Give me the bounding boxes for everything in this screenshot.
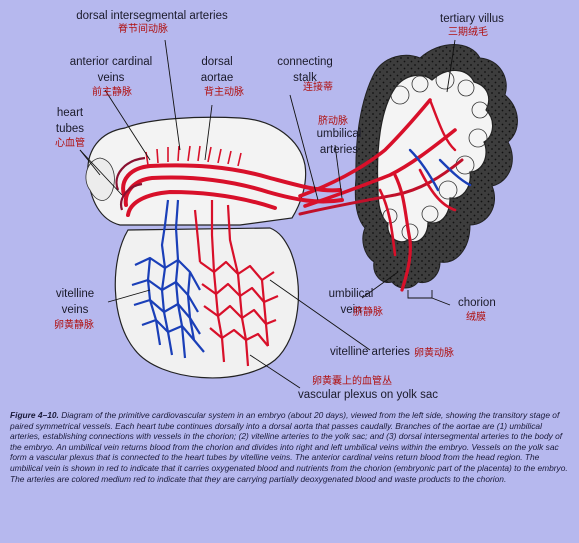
label-vitelline-arteries: vitelline arteries xyxy=(330,346,410,358)
label-anterior-cardinal-veins: anterior cardinal veins xyxy=(69,56,153,84)
caption-figure-label: Figure 4–10. xyxy=(10,410,59,420)
label-dorsal-intersegmental-arteries-zh: 脊节间动脉 xyxy=(118,24,168,35)
label-heart-tubes-zh: 心血管 xyxy=(55,138,85,149)
label-connecting-stalk-zh: 连接蒂 xyxy=(303,82,333,93)
figure-caption: Figure 4–10. Diagram of the primitive ca… xyxy=(10,410,570,484)
label-umbilical-vein-zh: 脐静脉 xyxy=(353,307,383,318)
label-connecting-stalk: connecting stalk xyxy=(277,56,333,84)
label-chorion: chorion xyxy=(458,297,496,309)
label-chorion-zh: 绒膜 xyxy=(466,312,486,323)
label-umbilical-vein: umbilical vein xyxy=(328,288,374,316)
label-vascular-plexus: vascular plexus on yolk sac xyxy=(298,389,438,401)
label-umbilical-arteries-zh: 脐动脉 xyxy=(318,116,348,127)
label-vitelline-arteries-zh: 卵黄动脉 xyxy=(414,348,454,359)
label-tertiary-villus-zh: 三期绒毛 xyxy=(448,27,488,38)
vitelline-artery-plexus xyxy=(193,200,279,367)
label-tertiary-villus: tertiary villus xyxy=(440,13,504,25)
caption-text: Diagram of the primitive cardiovascular … xyxy=(10,410,568,484)
label-umbilical-arteries: umbilical arteries xyxy=(316,128,362,156)
intersegmental-arteries xyxy=(145,145,242,167)
label-dorsal-aortae: dorsal aortae xyxy=(200,56,234,84)
umbilical-vessels xyxy=(298,98,472,292)
label-heart-tubes: heart tubes xyxy=(55,107,85,135)
label-dorsal-intersegmental-arteries: dorsal intersegmental arteries xyxy=(76,10,228,22)
label-vitelline-veins: vitelline veins xyxy=(55,288,95,316)
label-dorsal-aortae-zh: 背主动脉 xyxy=(204,87,244,98)
label-anterior-cardinal-veins-zh: 前主静脉 xyxy=(92,87,132,98)
embryo-diagram xyxy=(79,39,518,389)
label-leader-lines xyxy=(79,39,456,389)
villus-core xyxy=(376,69,494,243)
label-vitelline-veins-zh: 卵黄静脉 xyxy=(54,320,94,331)
label-vascular-plexus-zh: 卵黄囊上的血管丛 xyxy=(312,376,392,387)
vitelline-vein-plexus xyxy=(131,199,205,359)
